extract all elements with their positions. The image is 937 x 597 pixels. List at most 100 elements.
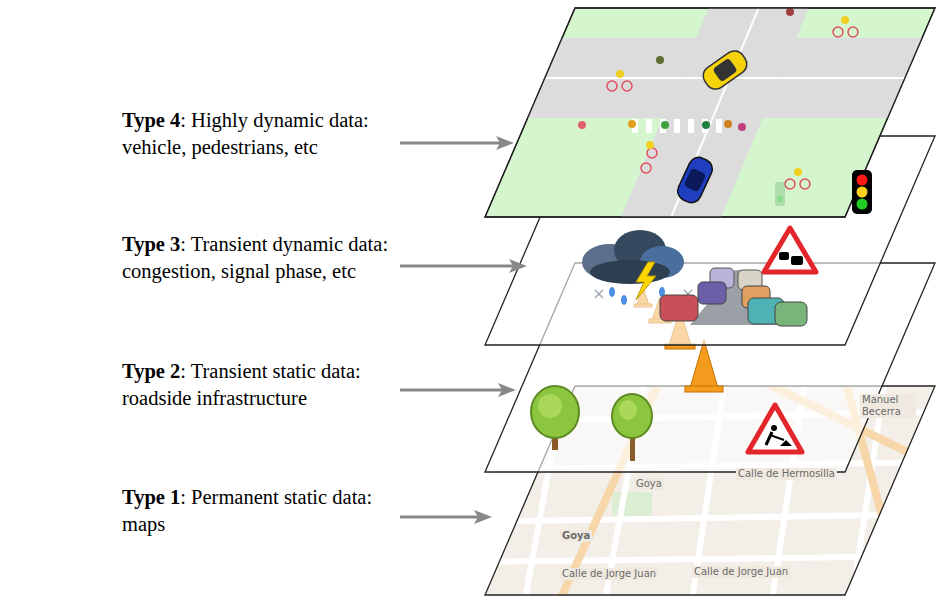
crosswalk-stripe (646, 119, 652, 133)
pedestrians (578, 8, 794, 131)
rain-drop (621, 295, 627, 305)
type-label-line: vehicle, pedestrians, etc (122, 134, 318, 160)
cone-base (685, 386, 723, 392)
worker-shovel (770, 435, 784, 440)
map-street-label: Calle de Jorge Juan (692, 566, 790, 578)
car-roof (684, 168, 707, 193)
lightning (636, 262, 656, 300)
type-description: : Permanent static data: (180, 486, 372, 508)
map-street-label: Calle de Jorge Juan (560, 568, 658, 580)
pedestrian (786, 8, 794, 16)
type-description: maps (122, 513, 165, 535)
pointer-arrow (400, 389, 502, 392)
crosswalk-stripe (674, 119, 680, 133)
bicycle-wheel (785, 179, 795, 189)
sign-car (779, 252, 789, 260)
warning-triangle (764, 228, 816, 272)
traffic-jam (660, 268, 807, 326)
car-roof (712, 58, 738, 83)
type-number: Type 3 (122, 233, 180, 255)
cyclist-riders (616, 16, 849, 176)
light-red (857, 175, 868, 186)
car (660, 295, 698, 321)
type-label-line: Type 2: Transient static data: (122, 358, 361, 384)
worker-pile (780, 440, 792, 446)
cyclist (841, 16, 849, 24)
pedestrian (628, 120, 636, 128)
type-label-line: Type 3: Transient dynamic data: (122, 231, 388, 257)
worker-head (771, 425, 777, 431)
car (775, 302, 807, 326)
tree-icon (612, 394, 652, 461)
type-label-line: congestion, signal phase, etc (122, 258, 356, 284)
pedestrian (738, 123, 746, 131)
cyclist (646, 141, 654, 149)
type-number: Type 2 (122, 360, 180, 382)
map-street-label: Goya (634, 478, 664, 490)
blue-car (674, 154, 715, 206)
car-body (674, 154, 715, 206)
cyclist (794, 168, 802, 176)
light-green (857, 199, 868, 210)
type-description: : Transient static data: (180, 360, 361, 382)
traffic-light-icon (852, 170, 872, 214)
sign-car (791, 256, 803, 265)
pedestrian (578, 121, 586, 129)
bicycle-wheel (622, 81, 632, 91)
type-label-line: Type 4: Highly dynamic data: (122, 107, 369, 133)
type-number: Type 1 (122, 486, 180, 508)
light-yellow (857, 187, 868, 198)
car (698, 282, 726, 304)
yellow-car (699, 47, 750, 93)
arrow-head (474, 510, 492, 524)
pointer-arrows (400, 136, 527, 524)
pointer-arrow (400, 265, 513, 268)
light-housing (852, 170, 872, 214)
map-street-label: Manuel Becerra (860, 394, 916, 418)
type-description: vehicle, pedestrians, etc (122, 136, 318, 158)
worker-body (766, 432, 772, 445)
arrow-head (498, 383, 516, 397)
crosswalk-stripe (688, 119, 694, 133)
tree-crown (619, 400, 637, 420)
bicycle-wheel (647, 148, 657, 158)
map-street-label: Goya (560, 530, 592, 542)
warning-triangle (748, 405, 802, 452)
vertical-road (620, 0, 812, 220)
small-traffic-light (775, 182, 785, 206)
car-body (699, 47, 750, 93)
light-lamp (777, 196, 783, 202)
congestion-sign (764, 228, 816, 272)
snowflake (595, 290, 603, 298)
rain-drop (609, 287, 615, 297)
pointer-arrow (400, 516, 478, 519)
snowflake (595, 290, 603, 298)
type-description: : Highly dynamic data: (180, 109, 368, 131)
roadwork-sign (748, 405, 802, 452)
type-description: roadside infrastructure (122, 387, 307, 409)
tree-crown (612, 394, 652, 438)
crosswalk-stripe (716, 119, 722, 133)
type-label-line: roadside infrastructure (122, 385, 307, 411)
tree-crown (531, 386, 579, 438)
street-scene (470, 0, 937, 220)
type-description: : Transient dynamic data: (180, 233, 388, 255)
cloud (590, 260, 670, 284)
pedestrian (724, 120, 732, 128)
type-label-line: maps (122, 511, 165, 537)
crosswalk (632, 119, 722, 133)
light-housing (775, 182, 785, 206)
traffic-cone (690, 340, 718, 388)
bicycle-wheel (848, 27, 858, 37)
cyclist (616, 70, 624, 78)
type-description: congestion, signal phase, etc (122, 260, 356, 282)
lane-line (670, 0, 762, 220)
pedestrian (661, 121, 669, 129)
tree-crown (538, 394, 562, 418)
tree-icon (531, 386, 579, 450)
type-number: Type 4 (122, 109, 180, 131)
pointer-arrow (400, 142, 500, 145)
arrow-head (509, 259, 527, 273)
storm-icon (582, 230, 692, 305)
